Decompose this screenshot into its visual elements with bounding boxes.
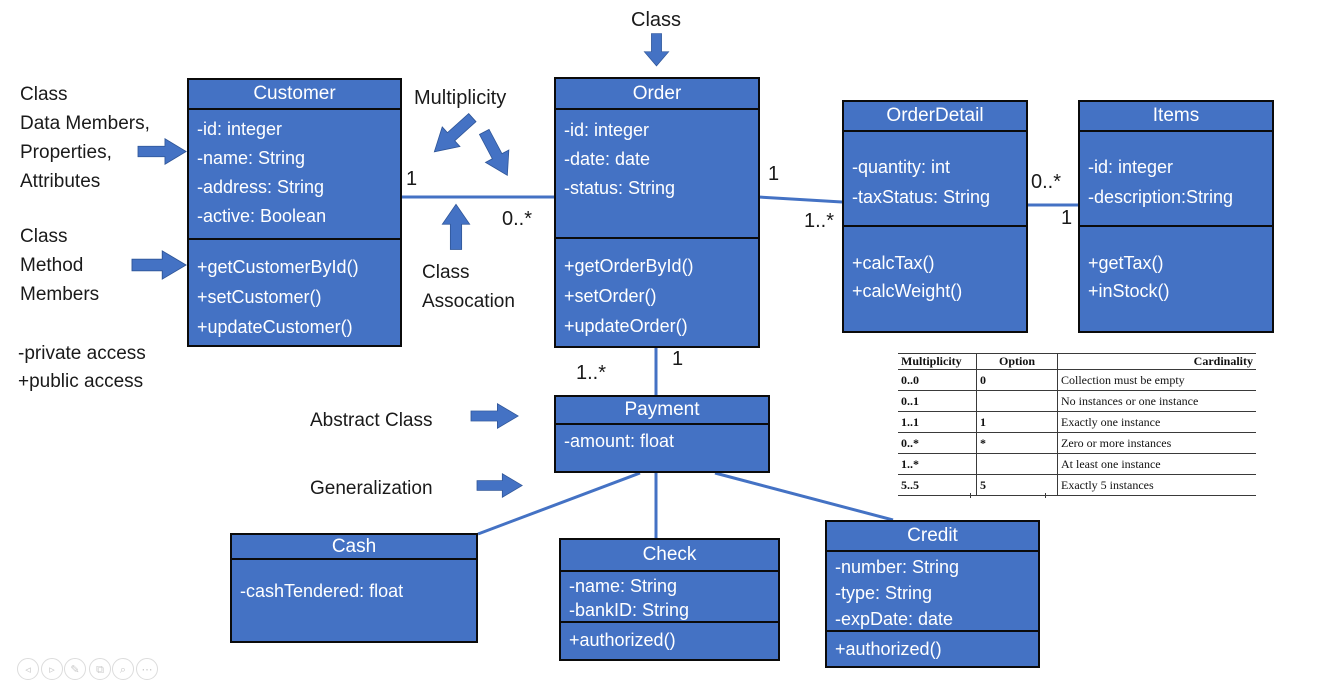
attribute: -active: Boolean	[197, 206, 327, 226]
pen-button[interactable]: ✎	[64, 658, 86, 680]
col-header-multiplicity: Multiplicity	[898, 353, 977, 370]
method-members-arrow-icon	[131, 250, 187, 280]
attribute: -taxStatus: String	[852, 187, 991, 207]
class-title: Cash	[331, 536, 377, 557]
zoom-button[interactable]: ⌕	[112, 658, 134, 680]
mult-label: 1	[406, 168, 418, 190]
method: +authorized()	[569, 630, 676, 650]
method: +setOrder()	[564, 286, 657, 306]
table-row: 0..1 No instances or one instance	[898, 390, 1256, 412]
attribute: -status: String	[564, 178, 676, 198]
multiplicity-downleft-arrow-icon	[425, 107, 481, 163]
next-icon: ▹	[49, 664, 55, 676]
class-pointer-label: Class	[631, 9, 682, 31]
class-box-orderdetail: OrderDetail -quantity: int -taxStatus: S…	[842, 100, 1028, 333]
col-header-option: Option	[976, 353, 1058, 370]
method: +inStock()	[1088, 281, 1170, 301]
mult-label: 1..*	[576, 362, 607, 384]
class-title: Items	[1152, 105, 1200, 126]
attribute: -address: String	[197, 177, 325, 197]
attribute: -expDate: date	[835, 609, 954, 629]
attribute: -id: integer	[197, 119, 283, 139]
table-header-row: Multiplicity Option Cardinality	[898, 353, 1256, 370]
attribute: -amount: float	[564, 431, 675, 451]
class-title: Order	[632, 83, 682, 104]
class-title: Payment	[624, 399, 700, 420]
class-title: OrderDetail	[886, 105, 984, 126]
payment-credit-line	[714, 471, 894, 522]
more-options-button[interactable]: ⋯	[136, 658, 158, 680]
method: +updateCustomer()	[197, 317, 353, 337]
table-column-rule-stub	[970, 493, 971, 498]
attribute: -date: date	[564, 149, 651, 169]
method: +setCustomer()	[197, 287, 322, 307]
class-box-items: Items -id: integer -description:String +…	[1078, 100, 1274, 333]
method-members-note: Class Method Members	[20, 226, 100, 305]
abstract-class-label: Abstract Class	[310, 410, 433, 431]
mult-label: 1..*	[804, 210, 835, 232]
class-box-order: Order -id: integer -date: date -status: …	[554, 77, 760, 348]
next-slide-button[interactable]: ▹	[41, 658, 63, 680]
slides-icon: ⧉	[96, 664, 104, 676]
table-row: 5..5 5 Exactly 5 instances	[898, 474, 1256, 496]
generalization-label: Generalization	[310, 478, 433, 499]
previous-slide-button[interactable]: ◃	[17, 658, 39, 680]
class-box-check: Check -name: String -bankID: String +aut…	[559, 538, 780, 661]
data-members-note: Class Data Members, Properties, Attribut…	[20, 84, 150, 192]
table-row: 1..* At least one instance	[898, 453, 1256, 475]
table-row: 0..* * Zero or more instances	[898, 432, 1256, 454]
ellipsis-icon: ⋯	[141, 664, 153, 676]
attribute: -number: String	[835, 557, 960, 577]
access-note: -private access +public access	[18, 343, 146, 392]
attribute: -id: integer	[564, 120, 650, 140]
attribute: -quantity: int	[852, 157, 951, 177]
mult-label: 0..*	[1031, 171, 1062, 193]
mult-label: 1	[1061, 207, 1073, 229]
class-title: Customer	[253, 83, 336, 104]
attribute: -name: String	[569, 576, 678, 596]
method: +getTax()	[1088, 253, 1164, 273]
mult-label: 0..*	[502, 208, 533, 230]
col-header-cardinality: Cardinality	[1057, 353, 1256, 370]
multiplicity-downright-arrow-icon	[468, 126, 524, 182]
attribute: -cashTendered: float	[240, 581, 404, 601]
class-title: Credit	[907, 525, 958, 546]
mult-label: 1	[768, 163, 780, 185]
method: +updateOrder()	[564, 316, 688, 336]
class-down-arrow-icon	[639, 33, 673, 67]
class-assocation-note: Class Assocation	[422, 262, 515, 312]
attribute: -bankID: String	[569, 600, 690, 620]
magnifier-icon: ⌕	[119, 664, 127, 676]
class-box-credit: Credit -number: String -type: String -ex…	[825, 520, 1040, 668]
slides-overview-button[interactable]: ⧉	[89, 658, 111, 680]
previous-icon: ◃	[25, 664, 31, 676]
class-box-payment: Payment -amount: float	[554, 395, 770, 473]
class-box-customer: Customer -id: integer -name: String -add…	[187, 78, 402, 347]
method: +getCustomerById()	[197, 257, 359, 277]
mult-label: 1	[672, 348, 684, 370]
table-column-rule-stub	[1045, 493, 1046, 498]
pen-icon: ✎	[70, 664, 80, 676]
attribute: -name: String	[197, 148, 306, 168]
attribute: -description:String	[1088, 187, 1234, 207]
method: +calcWeight()	[852, 281, 963, 301]
multiplicity-table: Multiplicity Option Cardinality 0..0 0 C…	[898, 353, 1256, 496]
generalization-arrow-icon	[476, 473, 523, 498]
attribute: -type: String	[835, 583, 933, 603]
abstract-class-arrow-icon	[470, 403, 519, 429]
method: +getOrderById()	[564, 256, 694, 276]
assocation-up-arrow-icon	[433, 203, 479, 250]
method: +calcTax()	[852, 253, 935, 273]
table-row: 0..0 0 Collection must be empty	[898, 369, 1256, 391]
class-box-cash: Cash -cashTendered: float	[230, 533, 478, 643]
multiplicity-label: Multiplicity	[414, 87, 507, 109]
attribute: -id: integer	[1088, 157, 1174, 177]
class-title: Check	[642, 544, 697, 565]
data-members-arrow-icon	[137, 138, 187, 165]
order-orderdetail-line	[757, 195, 843, 204]
table-row: 1..1 1 Exactly one instance	[898, 411, 1256, 433]
method: +authorized()	[835, 639, 942, 659]
